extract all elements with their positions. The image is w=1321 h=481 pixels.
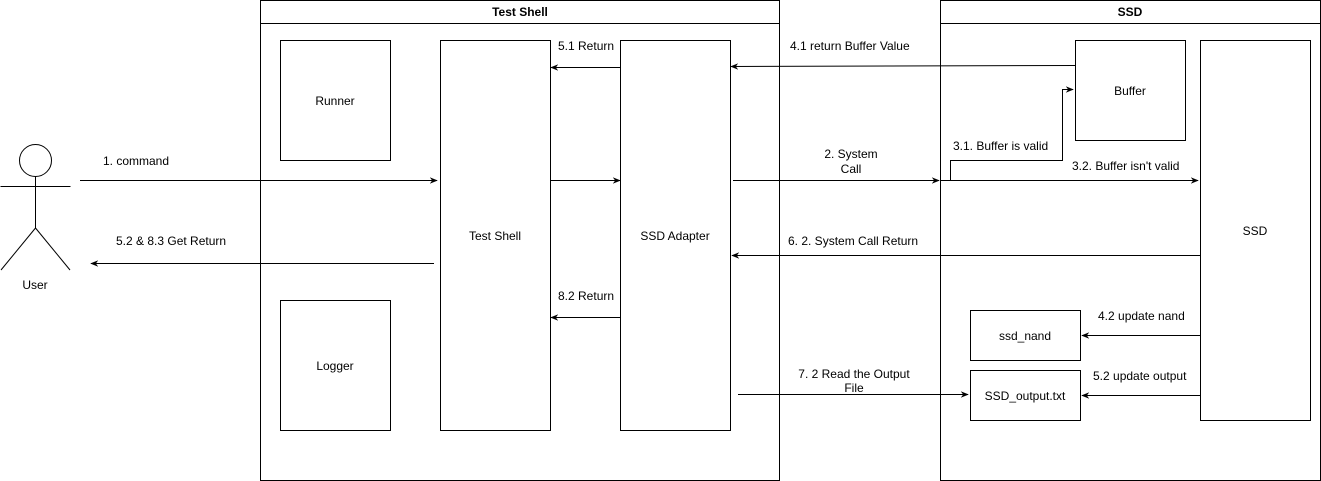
ssd-adapter-box: SSD Adapter	[620, 40, 731, 431]
label-update-nand: 4.2 update nand	[1098, 309, 1185, 323]
arrow-system-call-return: 6. 2. System Call Return	[731, 234, 1200, 259]
arrow-return-8-2: 8.2 Return	[550, 289, 620, 321]
arrow-return-5-1: 5.1 Return	[550, 39, 620, 71]
ssd-adapter-label: SSD Adapter	[640, 229, 709, 243]
arrow-update-nand: 4.2 update nand	[1081, 309, 1200, 339]
ssd-title: SSD	[1118, 5, 1143, 19]
test-shell-label: Test Shell	[469, 229, 521, 243]
label-read-output-line2: File	[844, 381, 864, 395]
stick-figure-icon	[0, 144, 71, 271]
arrow-read-output: 7. 2 Read the Output File	[738, 367, 969, 398]
label-system-call-line1: 2. System	[824, 147, 877, 161]
ssd-block-label: SSD	[1243, 224, 1268, 238]
runner-label: Runner	[315, 94, 354, 108]
ssd-nand-label: ssd_nand	[999, 329, 1051, 343]
logger-label: Logger	[316, 359, 353, 373]
test-shell-box: Test Shell	[440, 40, 551, 431]
arrow-get-return: 5.2 & 8.3 Get Return	[90, 234, 434, 267]
arrow-buffer-valid: 3.1. Buffer is valid	[950, 86, 1074, 181]
label-return-8-2: 8.2 Return	[558, 289, 614, 303]
user-label: User	[22, 278, 47, 292]
user-actor: User	[0, 144, 71, 292]
label-read-output-line1: 7. 2 Read the Output	[798, 367, 910, 381]
ssd-output-box: SSD_output.txt	[970, 370, 1081, 421]
logger-box: Logger	[280, 300, 391, 431]
runner-box: Runner	[280, 40, 391, 161]
arrow-system-call: 2. System Call	[733, 147, 940, 184]
arrow-update-output: 5.2 update output	[1081, 369, 1200, 399]
buffer-label: Buffer	[1114, 84, 1146, 98]
label-system-call-line2: Call	[841, 162, 862, 176]
ssd-block-box: SSD	[1200, 40, 1311, 421]
buffer-box: Buffer	[1075, 40, 1186, 141]
label-get-return: 5.2 & 8.3 Get Return	[116, 234, 226, 248]
arrow-return-buffer-value: 4.1 return Buffer Value	[730, 39, 1076, 70]
arrow-buffer-invalid: 3.2. Buffer isn't valid	[941, 159, 1199, 184]
label-system-call-return: 6. 2. System Call Return	[788, 234, 918, 248]
label-buffer-valid: 3.1. Buffer is valid	[953, 139, 1048, 153]
test-shell-title: Test Shell	[492, 5, 548, 19]
ssd-nand-box: ssd_nand	[970, 310, 1081, 361]
arrow-command: 1. command	[80, 154, 438, 184]
ssd-output-label: SSD_output.txt	[985, 389, 1066, 403]
label-buffer-invalid: 3.2. Buffer isn't valid	[1072, 159, 1179, 173]
label-command: 1. command	[103, 154, 169, 168]
label-return-5-1: 5.1 Return	[558, 39, 614, 53]
label-return-buffer-value: 4.1 return Buffer Value	[790, 39, 910, 53]
label-update-output: 5.2 update output	[1093, 369, 1187, 383]
